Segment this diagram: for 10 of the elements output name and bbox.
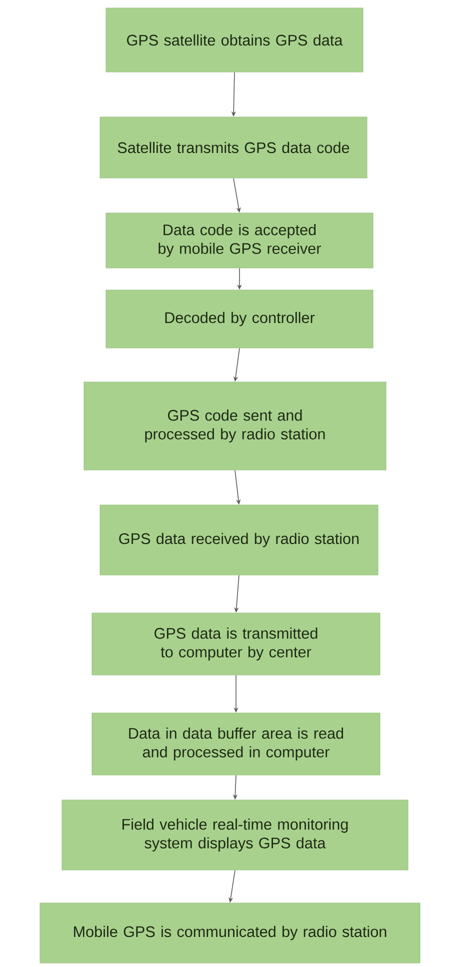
process-box: Field vehicle real-time monitoring system displays GPS data: [62, 800, 408, 870]
process-box: Data in data buffer area is read and processed in computer: [92, 712, 380, 776]
process-box: Decoded by controller: [106, 290, 374, 348]
process-box: Data code is accepted by mobile GPS receiver: [106, 212, 374, 268]
process-box: Mobile GPS is communicated by radio station: [40, 902, 420, 964]
process-box: GPS data is transmitted to computer by center: [92, 612, 380, 676]
process-box: Satellite transmits GPS data code: [100, 116, 368, 178]
process-box: GPS code sent and processed by radio station: [84, 382, 386, 470]
process-box: GPS data received by radio station: [100, 504, 378, 576]
process-box: GPS satellite obtains GPS data: [106, 8, 364, 72]
